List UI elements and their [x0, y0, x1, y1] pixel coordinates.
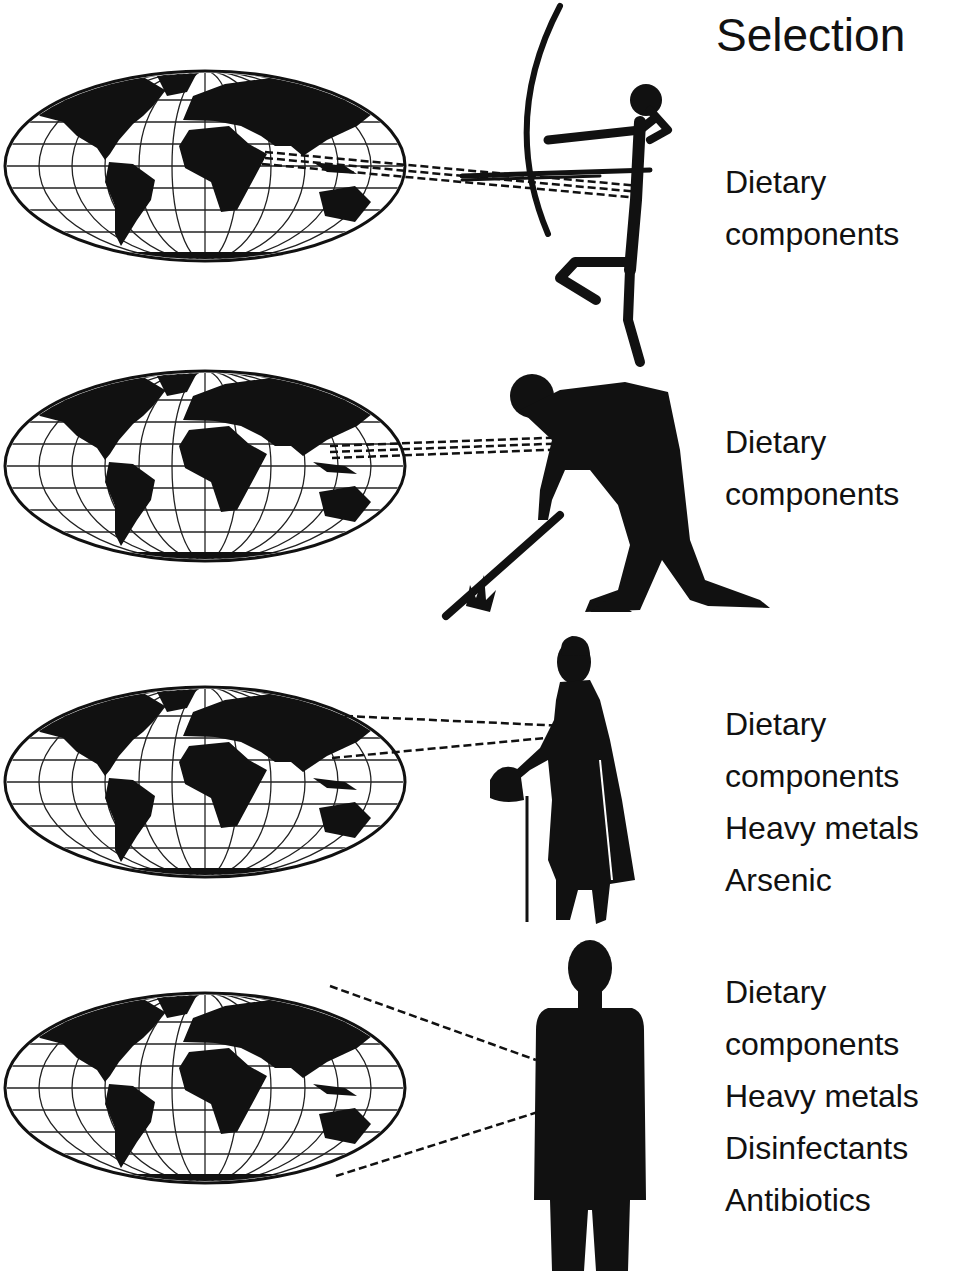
world-map — [5, 687, 405, 877]
world-map — [5, 71, 405, 261]
figure-title: Selection — [716, 8, 905, 62]
selection-agent-label: Dietary components — [725, 156, 957, 260]
farmer-figure — [446, 374, 770, 616]
selection-agent-label: Heavy metals — [725, 1070, 957, 1122]
world-map — [5, 371, 405, 561]
world-map — [5, 993, 405, 1183]
selection-agent-label: Dietary components — [725, 698, 957, 802]
selection-agent-label: Dietary components — [725, 416, 957, 520]
suited-man-figure — [534, 940, 646, 1271]
selection-agent-label: Antibiotics — [725, 1174, 957, 1226]
selection-agent-label: Dietary components — [725, 966, 957, 1070]
selection-agent-label: Heavy metals — [725, 802, 957, 854]
selection-agent-label: Disinfectants — [725, 1122, 957, 1174]
archer-figure — [462, 6, 668, 362]
gentleman-figure — [490, 636, 635, 924]
selection-agent-label: Arsenic — [725, 854, 957, 906]
